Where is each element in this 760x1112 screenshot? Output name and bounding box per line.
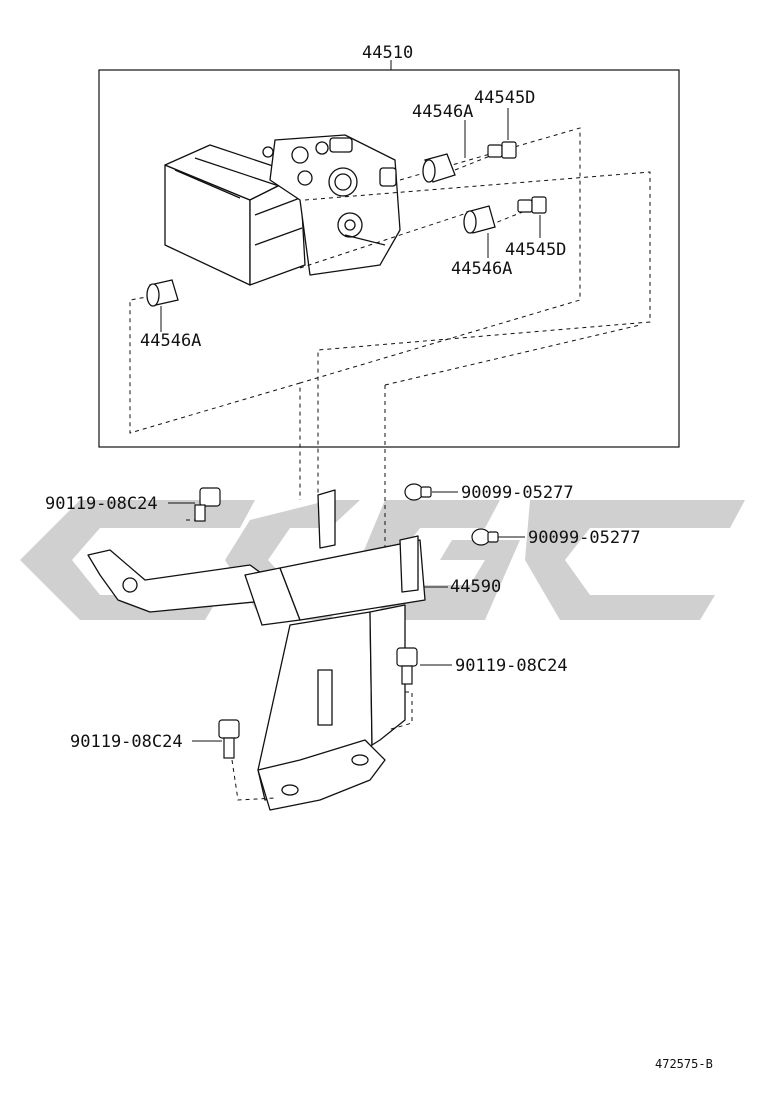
abs-actuator-icon <box>164 134 401 286</box>
label-nut-upper: 90099-05277 <box>461 483 574 503</box>
assembly-frame <box>98 69 680 448</box>
flange-nut-icon <box>404 483 499 546</box>
label-nut-lower: 90099-05277 <box>528 528 641 548</box>
label-bolt-right-lower: 90119-08C24 <box>455 656 568 676</box>
alignment-lines-top <box>129 127 651 575</box>
hex-bolt-icon <box>194 487 418 759</box>
label-cushion-a-top: 44546A <box>412 102 473 122</box>
cylinder-cushion-icon <box>146 153 496 307</box>
hex-bolt-icon <box>487 141 547 214</box>
label-cushion-a-mid: 44546A <box>451 259 512 279</box>
leader-lines <box>160 108 541 742</box>
label-bracket: 44590 <box>450 577 501 597</box>
label-bolt-d-top: 44545D <box>474 88 535 108</box>
label-bolt-d-mid: 44545D <box>505 240 566 260</box>
diagram-id: 472575-B <box>655 1057 713 1071</box>
label-bolt-left-upper: 90119-08C24 <box>45 494 158 514</box>
mounting-bracket-icon <box>87 489 426 811</box>
label-cushion-a-left: 44546A <box>140 331 201 351</box>
assembly-label: 44510 <box>362 43 413 63</box>
label-bolt-left-lower: 90119-08C24 <box>70 732 183 752</box>
